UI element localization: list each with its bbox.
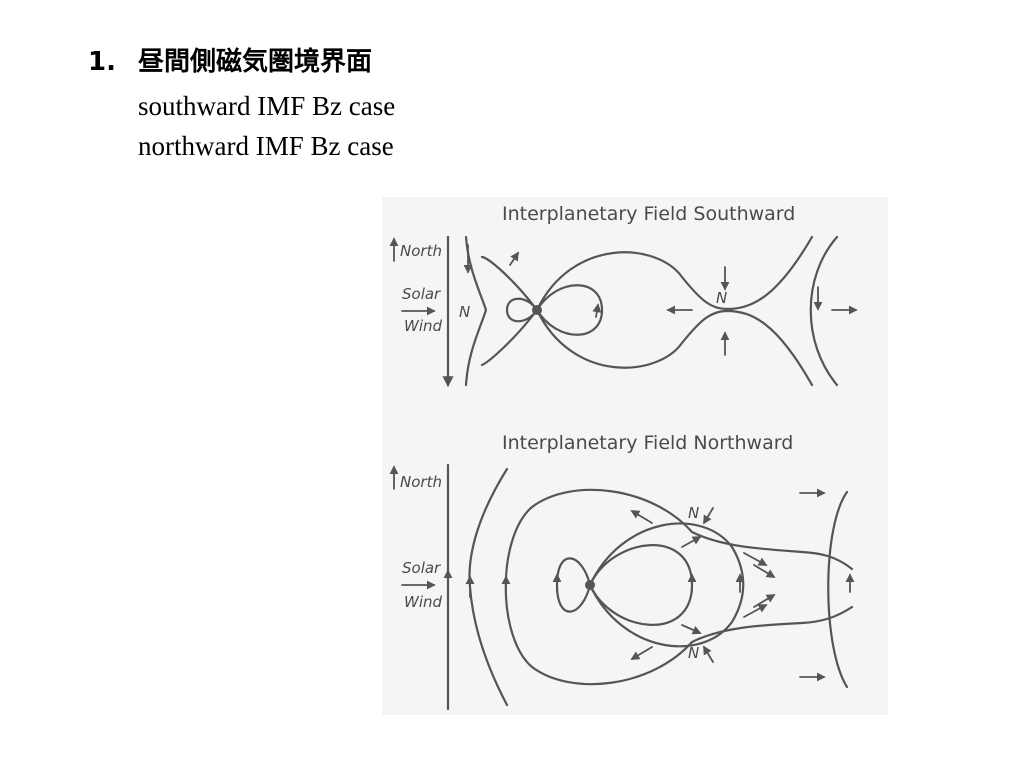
tail-imf-line [827,490,849,689]
wind-label: Wind [404,317,443,335]
southward-case-line: southward IMF Bz case [138,91,396,121]
northward-case-line: northward IMF Bz case [138,131,394,161]
draped-field-line-1 [468,467,509,707]
neutral-point-label-upper: N [688,504,699,522]
tail-upper-line [535,251,729,312]
flow-arrow-icon-2 [681,536,702,548]
heading-text: 昼間側磁気圏境界面 [138,47,373,77]
open-field-line-dayside [480,255,539,367]
neutral-point-label-left: N [459,303,470,321]
neutral-point-label-lower: N [688,644,699,662]
north-label: North [400,473,442,491]
loop-arrow-icon [592,303,602,318]
inner-nightside-loop [535,284,604,336]
middle-closed-loop [588,522,745,648]
earth-dot-bottom [585,580,595,590]
tail-lower-open [725,309,814,387]
tail-imf-line [809,235,839,387]
northward-title: Interplanetary Field Northward [502,432,793,454]
imf-line-kinked [464,235,488,387]
magnetosphere-figure: Interplanetary Field Southward North Sol… [382,197,888,715]
solar-label: Solar [402,559,441,577]
lobe-line-lower [690,605,854,644]
inner-dayside-loop [505,297,539,323]
solar-label: Solar [402,285,441,303]
outer-closed-loop [504,488,694,686]
lobe-line-upper [690,530,854,571]
flow-arrow-icon-7 [753,564,776,578]
flow-arrow-icon-6 [743,604,768,618]
north-label: North [400,242,442,260]
flow-arrow-icon-3 [630,646,653,660]
heading-number: 1. [88,47,116,77]
nightside-dipole-loop [588,544,694,626]
flow-arrow-icon-4 [681,624,702,635]
tail-lower-line [535,308,729,369]
upper-inflow-arrow-icon [703,507,714,525]
flow-arrow-icon-1 [630,510,653,524]
northward-panel: Interplanetary Field Northward North Sol… [389,432,855,711]
neutral-point-label-tail: N [716,289,727,307]
field-line-diagram: Interplanetary Field Southward North Sol… [389,203,858,711]
southward-panel: Interplanetary Field Southward North Sol… [389,203,858,388]
southward-title: Interplanetary Field Southward [502,203,795,225]
flow-arrow-icon-8 [753,594,776,608]
open-line-arrow-icon [509,251,519,266]
tail-upper-open [725,235,814,311]
wind-label: Wind [404,593,443,611]
lower-inflow-arrow-icon [703,645,714,663]
flow-arrow-icon-5 [743,552,768,566]
slide-heading: 1. 昼間側磁気圏境界面 [88,44,372,80]
